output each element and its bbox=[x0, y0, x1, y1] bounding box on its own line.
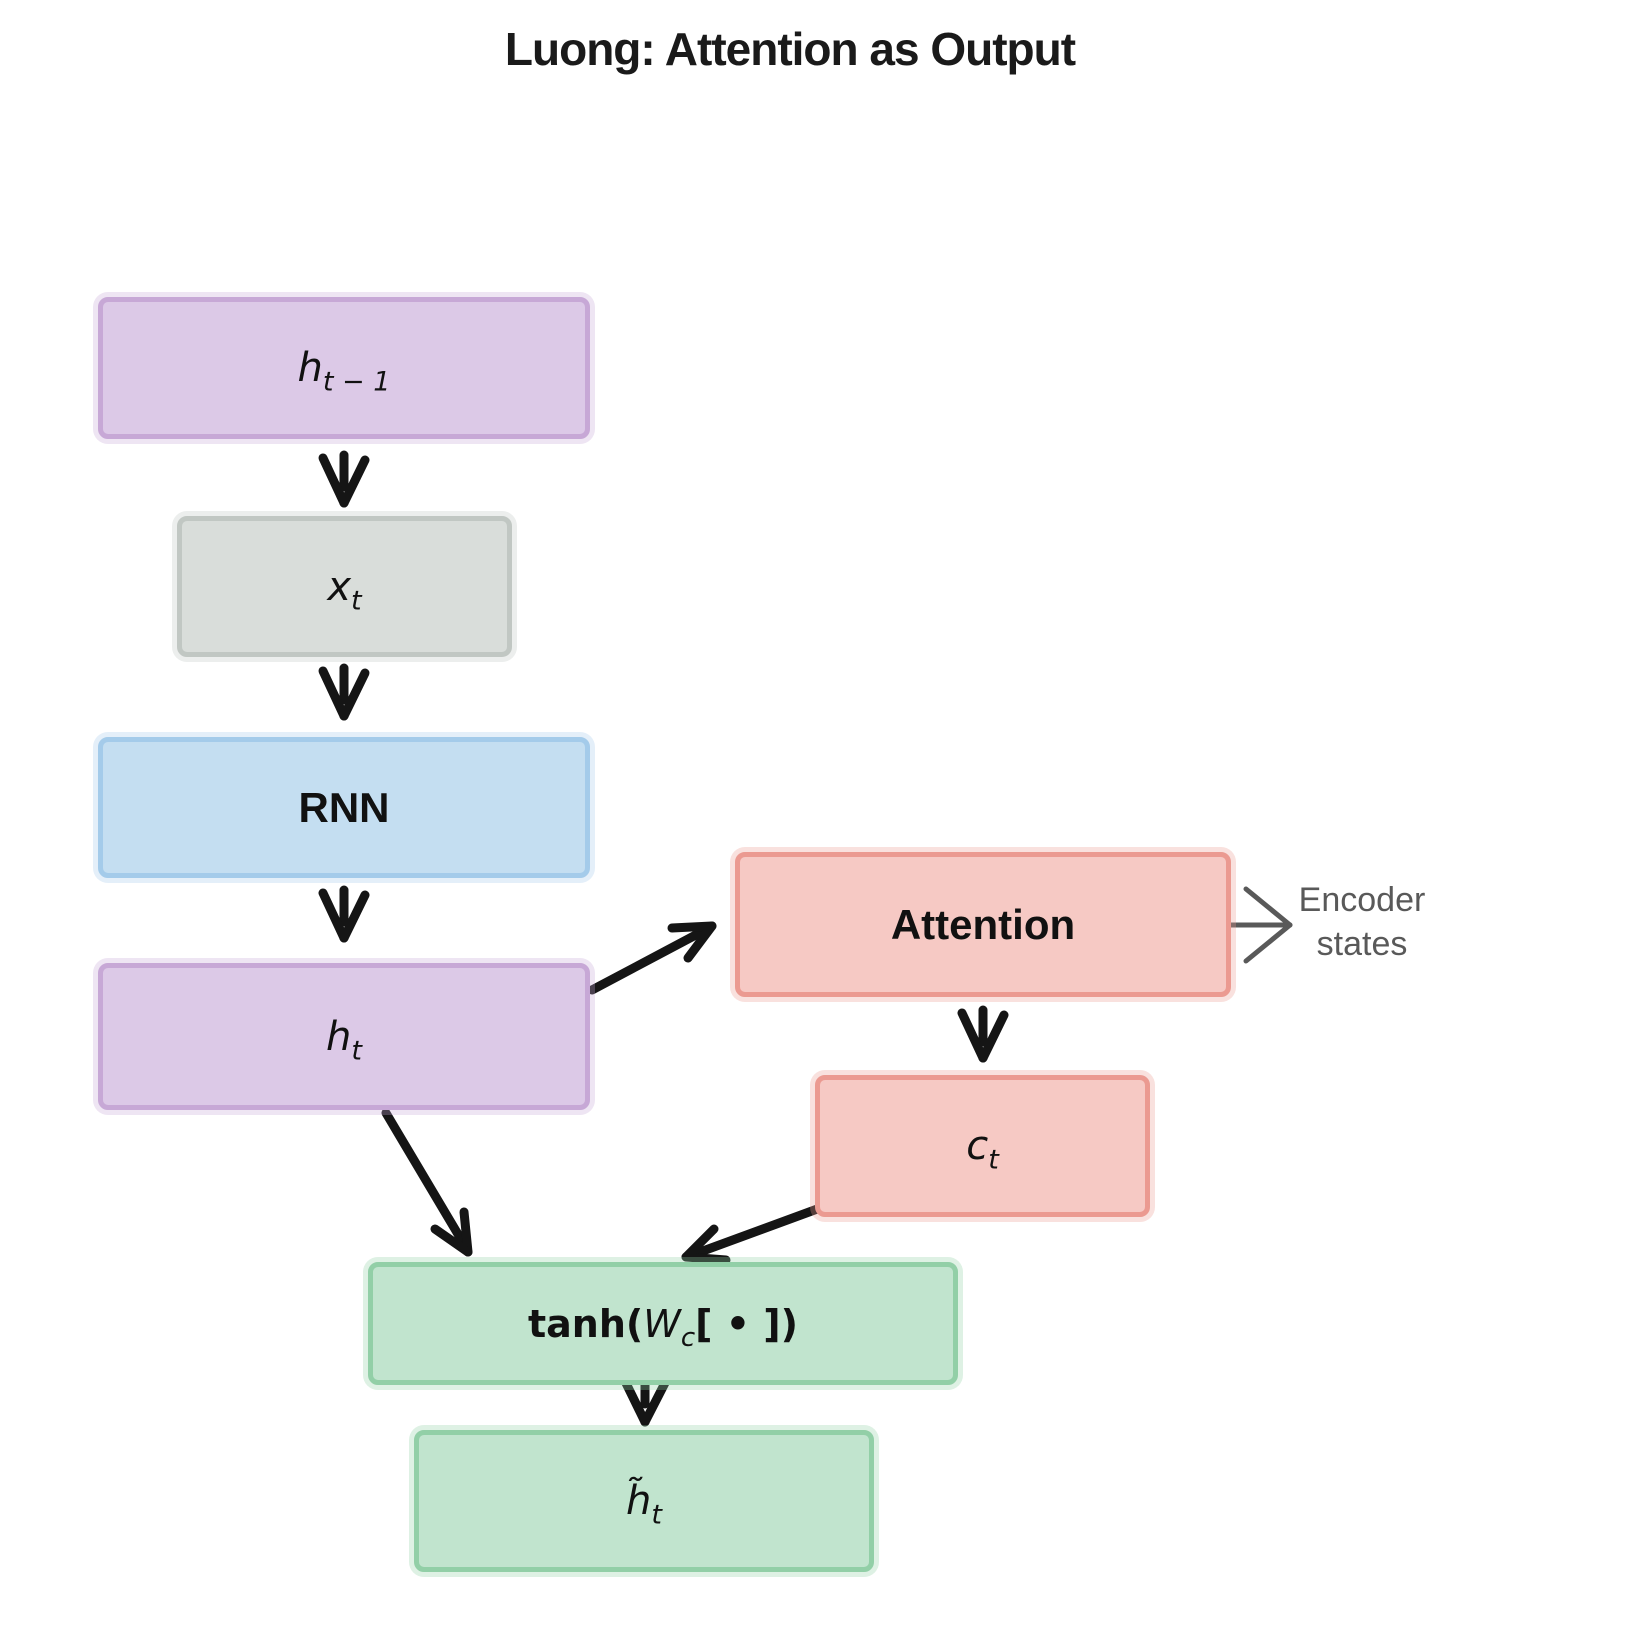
h-tilde-label: h̃t bbox=[626, 1478, 662, 1531]
h-prev-label: ht − 1 bbox=[297, 345, 391, 398]
arrow-attention-to-ct bbox=[957, 1005, 1009, 1063]
arrow-attention-to-encoder-states bbox=[1219, 886, 1293, 964]
arrow-hprev-to-xt bbox=[318, 450, 370, 508]
tanh-label: tanh(Wc[ • ]) bbox=[527, 1301, 798, 1353]
h-current-label: ht bbox=[326, 1013, 362, 1066]
arrow-rnn-to-ht bbox=[318, 885, 370, 943]
encoder-states-line2: states bbox=[1316, 925, 1408, 963]
x-input-label: xt bbox=[327, 563, 362, 616]
diagram-title: Luong: Attention as Output bbox=[504, 23, 1076, 75]
encoder-states-annotation: Encoder states bbox=[1272, 878, 1452, 966]
encoder-states-line1: Encoder bbox=[1298, 881, 1426, 919]
box-h-current: ht bbox=[98, 963, 590, 1110]
box-rnn: RNN bbox=[98, 737, 590, 878]
box-h-prev: ht − 1 bbox=[98, 297, 590, 439]
attention-label: Attention bbox=[890, 900, 1076, 948]
box-attention: Attention bbox=[735, 852, 1231, 997]
arrow-ht-to-tanh bbox=[381, 1108, 473, 1257]
box-x-input: xt bbox=[177, 516, 512, 657]
rnn-label: RNN bbox=[298, 783, 390, 831]
arrow-ht-to-attention bbox=[587, 921, 717, 995]
arrow-xt-to-rnn bbox=[318, 663, 370, 721]
box-tanh: tanh(Wc[ • ]) bbox=[368, 1262, 958, 1385]
box-context: ct bbox=[815, 1075, 1150, 1217]
box-h-tilde: h̃t bbox=[414, 1430, 874, 1572]
context-label: ct bbox=[966, 1123, 999, 1176]
